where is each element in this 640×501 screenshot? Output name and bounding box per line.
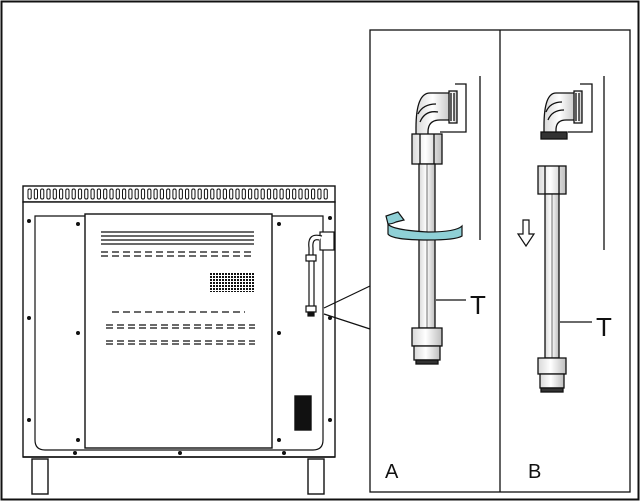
panel-label-a: A [385, 461, 399, 483]
vent-slot [140, 188, 146, 200]
vent-slot [185, 188, 190, 200]
inner-frame [34, 215, 324, 451]
vent-slot [40, 188, 45, 200]
vent-slot [323, 188, 328, 200]
vent-slot [203, 188, 209, 200]
vent-slot [254, 188, 259, 200]
vent-slot [266, 188, 272, 200]
vent-slot [172, 188, 177, 200]
detail-panels [369, 29, 631, 493]
panel-label-b: B [528, 461, 541, 483]
leg-left [31, 458, 49, 495]
down-arrow-icon [516, 219, 536, 248]
vent-slot [103, 188, 108, 200]
label-lines [106, 311, 255, 345]
vent-slot [59, 188, 64, 200]
vent-slot [147, 188, 152, 200]
vent-slot [248, 188, 253, 200]
vent-slot [216, 188, 221, 200]
grille [210, 272, 254, 292]
vent-slot [90, 188, 95, 200]
leg-right [307, 458, 325, 495]
vent-slot [134, 188, 139, 200]
vent-slot [33, 188, 38, 200]
connection-plate [294, 395, 312, 431]
vent-slot [273, 188, 278, 200]
vent-slot [210, 188, 215, 200]
vent-slot [298, 188, 303, 200]
vent-slot [109, 188, 114, 200]
vent-slot [77, 188, 83, 200]
vent-slot [71, 188, 76, 200]
vent-slot [197, 188, 202, 200]
vent-slot [304, 188, 309, 200]
vent-slot [260, 188, 265, 200]
vent-slot [229, 188, 234, 200]
vent-slot [159, 188, 165, 200]
vent-slot [65, 188, 70, 200]
screws [27, 216, 332, 455]
vent-slot [128, 188, 133, 200]
vent-slots [27, 188, 328, 200]
tube-label-a: T [470, 290, 486, 320]
vent-slot [46, 188, 51, 200]
appliance-back-view [22, 185, 336, 495]
vent-slot [311, 188, 316, 200]
vent-slot [115, 188, 120, 200]
vent-slot [279, 188, 284, 200]
vent-slot [178, 188, 183, 200]
vent-slot [241, 188, 246, 200]
vent-slot [27, 188, 32, 200]
vent-slot [222, 188, 228, 200]
callout-lines [323, 285, 371, 330]
vent-slot [285, 188, 290, 200]
vent-slot [191, 188, 196, 200]
vent-slot [153, 188, 158, 200]
vent-slot [317, 188, 322, 200]
vent-slot [52, 188, 57, 200]
tube-label-b: T [596, 312, 612, 342]
panel-a [411, 76, 481, 365]
rear-panel [84, 213, 273, 449]
panel-b [537, 76, 605, 393]
gas-connection [305, 231, 335, 317]
vent-slot [292, 188, 297, 200]
rotate-arrow-icon [385, 211, 463, 241]
vent-slot [166, 188, 171, 200]
vent-slot [235, 188, 240, 200]
vent-slot [122, 188, 127, 200]
rating-plate [101, 231, 254, 257]
vent-slot [96, 188, 102, 200]
vent-slot [84, 188, 89, 200]
